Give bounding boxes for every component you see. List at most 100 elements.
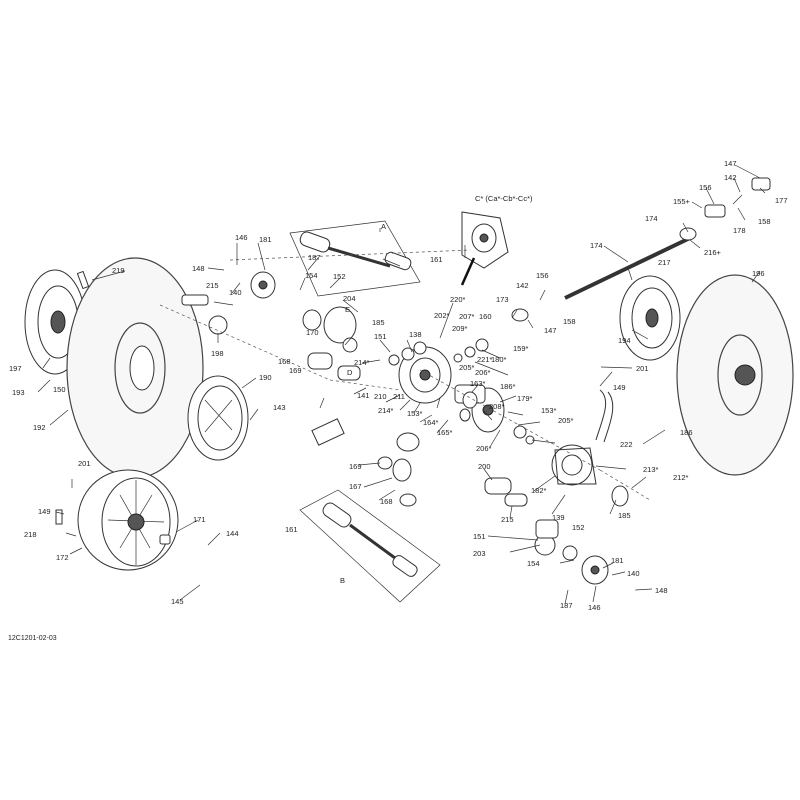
callout: 187 xyxy=(308,253,321,262)
callout: 201 xyxy=(78,459,91,468)
callout: 181 xyxy=(259,235,272,244)
callout: 219 xyxy=(112,266,125,275)
callout: 203 xyxy=(473,549,486,558)
callout: 173 xyxy=(496,295,509,304)
callout: 169 xyxy=(289,366,302,375)
callout: 154 xyxy=(305,271,318,280)
callout: 141 xyxy=(357,391,370,400)
callout: 205* xyxy=(459,363,475,372)
callout: 149 xyxy=(38,507,51,516)
callout: 161 xyxy=(430,255,443,264)
figure-code: 12C1201-02-03 xyxy=(8,635,57,642)
callout: 156 xyxy=(699,183,712,192)
callout: 185 xyxy=(372,318,385,327)
propeller-shaft-drawing xyxy=(511,177,771,322)
callout: 196 xyxy=(752,269,765,278)
callout: 168 xyxy=(278,357,291,366)
callout: 159* xyxy=(513,344,529,353)
callout: 206* xyxy=(476,444,492,453)
callout: 174 xyxy=(645,214,658,223)
callout: 146 xyxy=(235,233,248,242)
callout: 206* xyxy=(475,368,491,377)
callout: 174 xyxy=(590,241,603,250)
group-label-c: C* (Ca*-Cb*-Cc*) xyxy=(475,194,533,203)
drive-shaft-a-drawing xyxy=(289,220,421,297)
callout: 148 xyxy=(655,586,668,595)
callout: 200 xyxy=(478,462,491,471)
small-hardware-drawing xyxy=(55,270,559,539)
callout: 138 xyxy=(409,330,422,339)
callout: 139 xyxy=(552,513,565,522)
callout: 158 xyxy=(563,317,576,326)
callout: 182* xyxy=(531,486,547,495)
callout: 186 xyxy=(680,428,693,437)
callout: 210 xyxy=(374,392,387,401)
callout: 172 xyxy=(56,553,69,562)
callout: 148 xyxy=(192,264,205,273)
callout: 187 xyxy=(560,601,573,610)
callout: 147 xyxy=(724,159,737,168)
callout: 217 xyxy=(658,258,671,267)
callout: 216+ xyxy=(704,248,722,257)
callout: 192 xyxy=(33,423,46,432)
callout: 151 xyxy=(473,532,486,541)
group-label-d: D xyxy=(347,368,353,377)
front-differential-drawing xyxy=(398,341,505,433)
left-knuckle-drawing xyxy=(181,271,358,353)
callout: 150 xyxy=(53,385,66,394)
callout: 152 xyxy=(333,272,346,281)
callout: 181 xyxy=(611,556,624,565)
callout: 154 xyxy=(527,559,540,568)
callout: 163* xyxy=(470,379,486,388)
callout: 207* xyxy=(459,312,475,321)
callout: 190 xyxy=(259,373,272,382)
brake-line-drawing xyxy=(595,389,614,443)
callout: 179* xyxy=(517,394,533,403)
callout: 178 xyxy=(733,226,746,235)
callout: 171 xyxy=(193,515,206,524)
center-cap-drawing xyxy=(159,534,171,545)
callout: 205* xyxy=(558,416,574,425)
callout: 201 xyxy=(636,364,649,373)
callout: 143 xyxy=(273,403,286,412)
part-callouts: 147 142 156 155+ 158 177 178 174 216+ 17… xyxy=(9,159,788,612)
callout: 218 xyxy=(24,530,37,539)
callout: 215 xyxy=(206,281,219,290)
callout: 161 xyxy=(285,525,298,534)
callout: 194 xyxy=(618,336,631,345)
callout: 197 xyxy=(9,364,22,373)
callout: 213* xyxy=(643,465,659,474)
group-label-b: B xyxy=(340,576,345,585)
callout: 193 xyxy=(12,388,25,397)
callout: 142 xyxy=(516,281,529,290)
callout: 214* xyxy=(378,406,394,415)
callout: 186* xyxy=(500,382,516,391)
callout: 164* xyxy=(423,418,439,427)
callout: 160 xyxy=(479,312,492,321)
drive-shaft-b-drawing xyxy=(299,489,441,603)
callout: 185 xyxy=(618,511,631,520)
callout: 170 xyxy=(306,328,319,337)
callout: 208* xyxy=(489,402,505,411)
callout: 165* xyxy=(437,428,453,437)
group-label-a: A xyxy=(381,222,386,231)
callout: 220* xyxy=(450,295,466,304)
callout: 146 xyxy=(588,603,601,612)
callout: 215 xyxy=(501,515,514,524)
callout: 151 xyxy=(374,332,387,341)
callout: 221* xyxy=(477,355,493,364)
right-knuckle-drawing xyxy=(534,444,629,585)
callout: 156 xyxy=(536,271,549,280)
callout: 155+ xyxy=(673,197,691,206)
callout: 222 xyxy=(620,440,633,449)
callout: 167 xyxy=(349,482,362,491)
callout: 140 xyxy=(627,569,640,578)
callout: 147 xyxy=(544,326,557,335)
front-right-wheel-assembly xyxy=(619,274,794,476)
front-left-wheel-assembly xyxy=(24,257,249,479)
leader-lines xyxy=(37,164,766,605)
callout: 204 xyxy=(343,294,356,303)
callout: 209* xyxy=(452,324,468,333)
callout: 153* xyxy=(407,409,423,418)
